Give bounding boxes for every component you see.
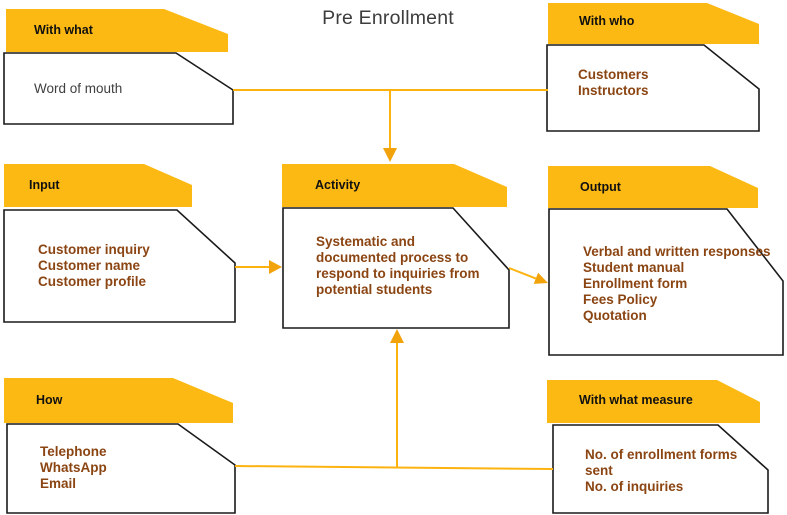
with-what-measure-header-shape: [547, 380, 760, 423]
arrowhead-activity-to-output-icon: [533, 272, 548, 284]
output-header-shape: [548, 166, 758, 208]
with-what-header-shape: [6, 9, 228, 52]
input-body-text: Customer inquiry Customer name Customer …: [38, 242, 150, 289]
with-who-header-label: With who: [579, 14, 635, 28]
arrowhead-up-to-activity-icon: [390, 329, 404, 343]
with-what-measure-header-label: With what measure: [579, 393, 693, 407]
with-who-body-text: Customers Instructors: [578, 67, 649, 98]
how-header-label: How: [36, 393, 63, 407]
connector-how-to-measure: [234, 465, 554, 470]
diagram-title: Pre Enrollment: [322, 7, 454, 29]
output-box-shape: [548, 208, 784, 356]
arrowhead-down-to-activity-icon: [383, 148, 397, 162]
connector-activity-to-output: [508, 267, 537, 280]
with-what-header-label: With what: [34, 23, 93, 37]
how-body-text: Telephone WhatsApp Email: [40, 444, 107, 491]
how-box-shape: [6, 423, 236, 514]
activity-header-shape: [282, 164, 507, 207]
how-header-shape: [4, 378, 233, 423]
arrowhead-input-to-activity-icon: [269, 260, 282, 274]
activity-box-shape: [282, 207, 510, 329]
with-what-measure-box-shape: [552, 424, 769, 514]
with-what-box-shape: [3, 52, 234, 125]
with-who-box-shape: [546, 44, 760, 132]
output-header-label: Output: [580, 180, 621, 194]
activity-header-label: Activity: [315, 178, 361, 192]
output-body-text: Verbal and written responses Student man…: [583, 244, 771, 323]
input-header-shape: [4, 164, 192, 207]
input-header-label: Input: [29, 178, 60, 192]
with-what-body-text: Word of mouth: [34, 81, 123, 96]
with-what-measure-body-text: No. of enrollment forms sent No. of inqu…: [585, 447, 738, 494]
activity-body-text: Systematic and documented process to res…: [316, 234, 480, 297]
input-box-shape: [3, 209, 236, 323]
with-who-header-shape: [548, 3, 759, 44]
